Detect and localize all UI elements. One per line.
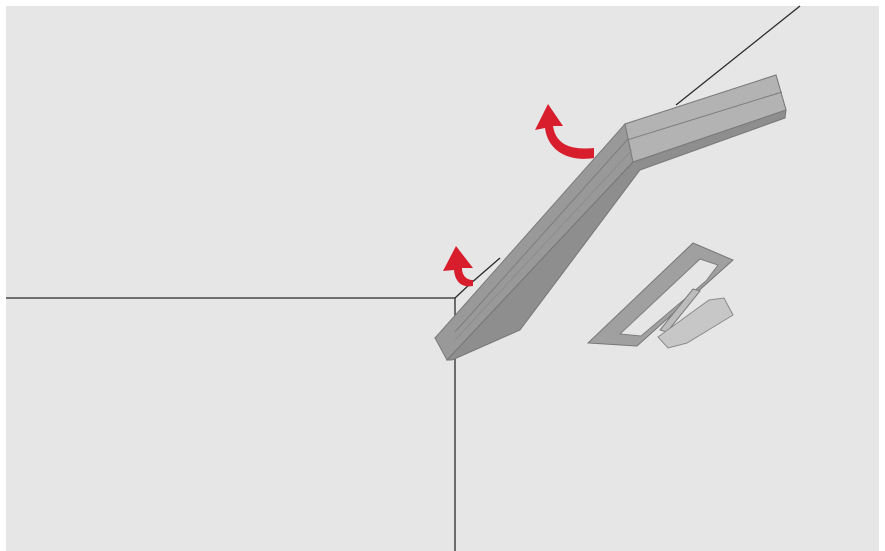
tile-edge-line	[454, 139, 628, 333]
tile-end-face	[624, 74, 787, 163]
notched-trowel-icon	[586, 242, 734, 349]
lift-arrows	[443, 104, 594, 287]
curved-arrow-icon	[535, 104, 594, 159]
tile-edge-line	[454, 149, 633, 341]
diagonal-edge-middle	[469, 257, 501, 285]
trowel-slot	[618, 258, 719, 337]
curved-arrow-icon	[443, 246, 473, 287]
tile	[433, 74, 787, 361]
diagonal-edge-lower	[454, 283, 471, 299]
diagonal-edge-upper	[675, 5, 801, 106]
trowel-handle	[657, 297, 734, 349]
tile-edge-line	[626, 91, 783, 141]
trowel-shank	[659, 288, 701, 333]
